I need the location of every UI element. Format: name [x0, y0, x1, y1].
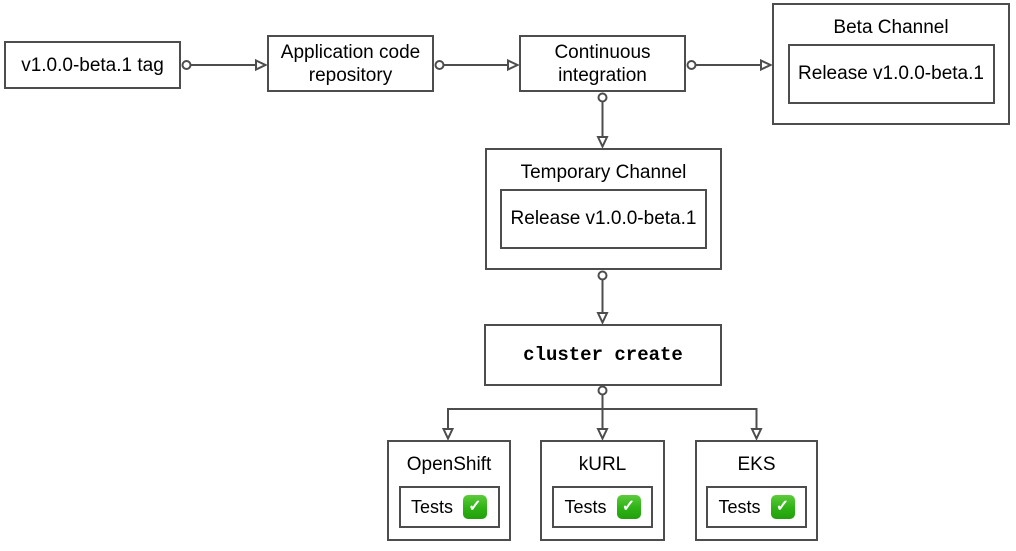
- eks-tests-label: Tests: [718, 496, 761, 517]
- beta-channel-release-label: Release v1.0.0-beta.1: [798, 63, 984, 84]
- connector-ci-to-beta-channel: [686, 58, 773, 72]
- temporary-channel-release-label: Release v1.0.0-beta.1: [510, 208, 697, 229]
- openshift-tests-label: Tests: [410, 496, 453, 517]
- eks-tests-box: Tests ✓: [706, 486, 807, 528]
- node-application-code-repository: Application code repository: [267, 35, 434, 92]
- eks-title: EKS: [737, 454, 776, 475]
- connector-app-repo-to-ci: [434, 58, 520, 72]
- cluster-create-label: cluster create: [523, 343, 683, 366]
- temporary-channel-title: Temporary Channel: [520, 162, 687, 183]
- node-beta-channel: Beta Channel Release v1.0.0-beta.1: [772, 3, 1010, 125]
- version-tag-label: v1.0.0-beta.1 tag: [21, 54, 164, 76]
- node-continuous-integration: Continuous integration: [519, 35, 686, 92]
- beta-channel-release-box: Release v1.0.0-beta.1: [787, 44, 995, 104]
- node-cluster-kurl: kURL Tests ✓: [540, 440, 665, 541]
- connector-temporary-channel-to-cluster-create: [596, 270, 609, 325]
- connector-ci-to-temporary-channel: [596, 92, 609, 149]
- temporary-channel-release-box: Release v1.0.0-beta.1: [500, 189, 707, 249]
- connector-cluster-create-to-clusters: [441, 385, 763, 441]
- node-temporary-channel: Temporary Channel Release v1.0.0-beta.1: [485, 148, 722, 270]
- openshift-tests-box: Tests ✓: [398, 486, 500, 528]
- check-mark-icon: ✓: [770, 495, 795, 519]
- check-mark-icon: ✓: [616, 495, 641, 519]
- continuous-integration-label: Continuous integration: [554, 41, 651, 86]
- application-code-repository-label: Application code repository: [280, 41, 421, 86]
- connector-tag-to-app-repo: [181, 58, 268, 72]
- kurl-title: kURL: [578, 454, 627, 475]
- node-cluster-openshift: OpenShift Tests ✓: [387, 440, 511, 541]
- openshift-title: OpenShift: [406, 454, 492, 475]
- beta-channel-title: Beta Channel: [833, 17, 949, 38]
- node-cluster-eks: EKS Tests ✓: [695, 440, 818, 541]
- check-mark-icon: ✓: [463, 495, 487, 519]
- node-cluster-create-command: cluster create: [484, 324, 722, 386]
- node-version-tag: v1.0.0-beta.1 tag: [4, 41, 181, 89]
- kurl-tests-box: Tests ✓: [552, 486, 653, 528]
- kurl-tests-label: Tests: [564, 496, 607, 517]
